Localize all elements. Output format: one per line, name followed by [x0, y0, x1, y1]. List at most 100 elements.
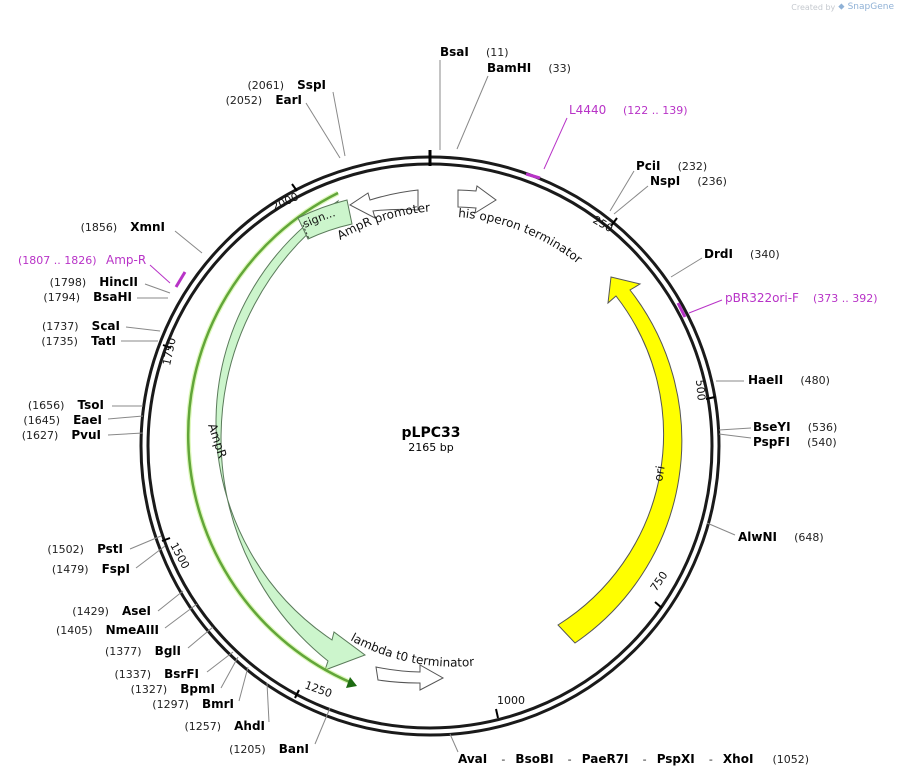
enzyme-leader-line-bottom [449, 733, 459, 753]
enzyme-name-xmni: XmnI [130, 220, 165, 234]
enzyme-pos-fspi: (1479) [52, 563, 89, 576]
enzyme-row-fspi[interactable]: (1479) FspI [52, 558, 130, 577]
enzyme-sep-2: - [568, 753, 572, 766]
plasmid-name: pLPC33 [402, 425, 461, 441]
enzyme-row-eaei[interactable]: (1645) EaeI [23, 409, 102, 428]
primer-mark-amp-r [174, 271, 187, 288]
enzyme-pos-nspi: (236) [697, 175, 727, 188]
enzyme-row-tati[interactable]: (1735) TatI [41, 330, 116, 349]
scale-ticks [161, 183, 716, 719]
ampr-feature-arrow[interactable] [215, 199, 367, 671]
enzyme-name-psti: PstI [97, 542, 123, 556]
enzyme-row-bsrfi[interactable]: (1337) BsrFI [114, 663, 199, 682]
enzyme-pos-asei: (1429) [72, 605, 109, 618]
enzyme-pos-drdi: (340) [750, 248, 780, 261]
enzyme-name-tati: TatI [91, 334, 116, 348]
tick-label-1000: 1000 [497, 694, 525, 707]
enzyme-pos-pcii: (232) [678, 160, 708, 173]
enzyme-row-drdi[interactable]: DrdI (340) [704, 243, 780, 262]
enzyme-row-ahdi[interactable]: (1257) AhdI [184, 715, 265, 734]
ori-feature-arrow[interactable] [557, 276, 683, 644]
enzyme-row-psti[interactable]: (1502) PstI [47, 538, 123, 557]
enzyme-name-nspi: NspI [650, 174, 680, 188]
primer-range-amp-r: (1807 .. 1826) [18, 254, 97, 267]
enzyme-row-alwni[interactable]: AlwNI (648) [738, 526, 824, 545]
ampr-orf-line [186, 191, 353, 685]
tick-label-2000: 2000 [270, 190, 301, 214]
enzyme-row-pspfi[interactable]: PspFI (540) [753, 431, 837, 450]
enzyme-row-xmni[interactable]: (1856) XmnI [81, 216, 165, 235]
enzyme-row-tsoi[interactable]: (1656) TsoI [28, 394, 104, 413]
ampr-promoter-arrow[interactable] [349, 189, 419, 219]
primer-mark-l4440 [525, 172, 541, 180]
enzyme-name-pcii: PciI [636, 159, 661, 173]
enzyme-name-pspxi: PspXI [657, 752, 695, 766]
enzyme-row-nspi[interactable]: NspI (236) [650, 170, 727, 189]
primer-name-pbr322ori-f[interactable]: pBR322ori-F [725, 291, 799, 305]
enzyme-pos-haeii: (480) [800, 374, 830, 387]
enzyme-pos-pspfi: (540) [807, 436, 837, 449]
tick-label-1750: 1750 [160, 337, 179, 367]
enzyme-name-avai: AvaI [458, 752, 487, 766]
enzyme-row-eari[interactable]: (2052) EarI [226, 89, 302, 108]
snapgene-logo-icon: ⬥ [838, 2, 845, 12]
enzyme-name-bmri: BmrI [202, 697, 234, 711]
enzyme-row-sspi[interactable]: (2061) SspI [247, 74, 326, 93]
enzyme-row-bani[interactable]: (1205) BanI [229, 738, 309, 757]
enzyme-row-pvui[interactable]: (1627) PvuI [22, 424, 101, 443]
ampr-label: AmpR [205, 422, 229, 460]
primer-range-l4440: (122 .. 139) [623, 104, 688, 117]
primer-range-pbr322ori-f: (373 .. 392) [813, 292, 878, 305]
enzyme-row-haeii[interactable]: HaeII (480) [748, 369, 830, 388]
enzyme-row-bottom-group[interactable]: AvaI - BsoBI - PaeR7I - PspXI - XhoI (10… [458, 748, 809, 767]
enzyme-row-asei[interactable]: (1429) AseI [72, 600, 151, 619]
enzyme-pos-tsoi: (1656) [28, 399, 65, 412]
enzyme-row-bmri[interactable]: (1297) BmrI [152, 693, 234, 712]
enzyme-pos-bseyi: (536) [808, 421, 838, 434]
primer-name-amp-r[interactable]: Amp-R [106, 253, 146, 267]
enzyme-name-tsoi: TsoI [78, 398, 104, 412]
enzyme-pos-nmeaiii: (1405) [56, 624, 93, 637]
enzyme-name-alwni: AlwNI [738, 530, 777, 544]
enzyme-row-scai[interactable]: (1737) ScaI [42, 315, 120, 334]
enzyme-name-drdi: DrdI [704, 247, 733, 261]
signal-sequence-feature[interactable] [297, 199, 353, 240]
enzyme-pos-bsai: (11) [486, 46, 509, 59]
enzyme-pos-bmri: (1297) [152, 698, 189, 711]
enzyme-pos-bottom-group: (1052) [773, 753, 810, 766]
enzyme-sep-1: - [501, 753, 505, 766]
enzyme-row-bpmi[interactable]: (1327) BpmI [131, 678, 215, 697]
tick-label-750: 750 [648, 569, 671, 594]
enzyme-pos-bsrfi: (1337) [114, 668, 151, 681]
enzyme-row-bsai[interactable]: BsaI (11) [440, 41, 509, 60]
enzyme-pos-alwni: (648) [794, 531, 824, 544]
enzyme-pos-hincii: (1798) [50, 276, 87, 289]
enzyme-row-bamhi[interactable]: BamHI (33) [487, 57, 571, 76]
enzyme-pos-bgli: (1377) [105, 645, 142, 658]
enzyme-name-eaei: EaeI [73, 413, 102, 427]
ampr-orf-arrowhead [346, 677, 357, 688]
enzyme-row-bsahi[interactable]: (1794) BsaHI [43, 286, 132, 305]
enzyme-row-nmeaiii[interactable]: (1405) NmeAIII [56, 619, 159, 638]
enzyme-pos-eaei: (1645) [23, 414, 60, 427]
enzyme-row-bseyi[interactable]: BseYI (536) [753, 416, 837, 435]
enzyme-row-hincii[interactable]: (1798) HincII [50, 271, 138, 290]
enzyme-name-pvui: PvuI [71, 428, 101, 442]
enzyme-row-pcii[interactable]: PciI (232) [636, 155, 707, 174]
enzyme-name-xhoi: XhoI [723, 752, 754, 766]
primer-name-l4440[interactable]: L4440 [569, 103, 606, 117]
his-operon-terminator-arrow[interactable] [457, 185, 497, 215]
enzyme-pos-bani: (1205) [229, 743, 266, 756]
enzyme-pos-sspi: (2061) [247, 79, 284, 92]
enzyme-pos-pvui: (1627) [22, 429, 59, 442]
tick-label-1250: 1250 [303, 679, 334, 701]
enzyme-pos-bsahi: (1794) [43, 291, 80, 304]
enzyme-name-eari: EarI [275, 93, 302, 107]
enzyme-row-bgli[interactable]: (1377) BglI [105, 640, 181, 659]
enzyme-name-bpmi: BpmI [180, 682, 215, 696]
enzyme-pos-scai: (1737) [42, 320, 79, 333]
enzyme-name-paer7i: PaeR7I [582, 752, 629, 766]
lambda-t0-terminator-arrow[interactable] [375, 664, 445, 691]
enzyme-name-bsobi: BsoBI [515, 752, 553, 766]
enzyme-name-bamhi: BamHI [487, 61, 531, 75]
